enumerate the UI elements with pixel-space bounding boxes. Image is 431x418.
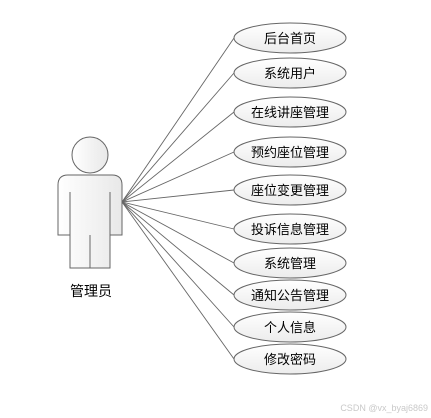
use-case: 后台首页 (233, 22, 347, 54)
use-case-label: 座位变更管理 (251, 183, 329, 199)
use-case-label: 投诉信息管理 (251, 222, 329, 238)
actor-head (71, 136, 109, 174)
use-case-ellipse (233, 247, 347, 279)
use-case-label: 系统用户 (264, 66, 316, 82)
use-case-label: 通知公告管理 (251, 288, 329, 304)
use-case-ellipse (233, 174, 347, 206)
use-case-ellipse (233, 213, 347, 245)
association-lines (121, 37, 235, 360)
use-case-label: 系统管理 (264, 257, 316, 272)
use-case-ellipse (233, 136, 347, 168)
use-case: 投诉信息管理 (233, 213, 347, 245)
association-line (121, 37, 235, 203)
use-case-ellipse (233, 311, 347, 343)
use-case-ellipse (233, 57, 347, 89)
use-case-ellipse (233, 279, 347, 311)
association-line (121, 201, 235, 230)
actor-label: 管理员 (70, 284, 112, 300)
watermark: CSDN @vx_byaj6869 (340, 403, 428, 413)
use-case-ellipse (233, 96, 347, 128)
use-case-label: 在线讲座管理 (251, 106, 329, 121)
use-case-ellipse (233, 22, 347, 54)
use-case: 座位变更管理 (233, 174, 347, 206)
use-case-list: 后台首页系统用户在线讲座管理预约座位管理座位变更管理投诉信息管理系统管理通知公告… (233, 22, 347, 375)
actor-figure (57, 136, 123, 269)
association-line (121, 201, 235, 296)
association-line (121, 201, 235, 264)
use-case: 在线讲座管理 (233, 96, 347, 128)
use-case: 预约座位管理 (233, 136, 347, 168)
use-case-label: 个人信息 (264, 320, 316, 336)
use-case: 修改密码 (233, 343, 347, 375)
association-line (121, 201, 235, 328)
use-case: 系统用户 (233, 57, 347, 89)
use-case: 个人信息 (233, 311, 347, 343)
use-case-label: 后台首页 (264, 32, 316, 47)
use-case-label: 预约座位管理 (251, 146, 329, 161)
association-line (121, 151, 235, 203)
association-line (121, 72, 235, 203)
use-case: 系统管理 (233, 247, 347, 279)
association-line (121, 111, 235, 203)
use-case-ellipse (233, 343, 347, 375)
use-case-label: 修改密码 (264, 352, 316, 368)
association-line (121, 189, 235, 203)
actor-body (57, 174, 123, 269)
use-case: 通知公告管理 (233, 279, 347, 311)
association-line (121, 201, 235, 360)
